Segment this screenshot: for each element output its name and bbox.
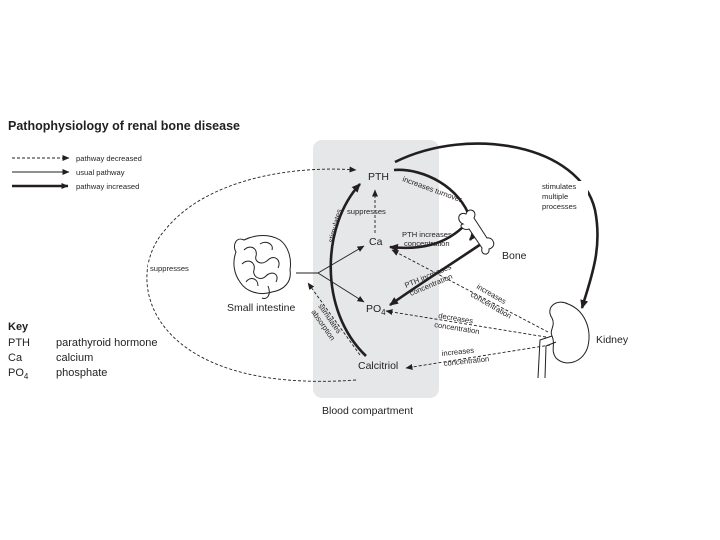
diagram-title: Pathophysiology of renal bone disease — [8, 119, 240, 133]
stimulates-multiple-bg — [540, 181, 588, 213]
stimulates-multiple-label-1: stimulates — [542, 182, 576, 191]
small-intestine-label: Small intestine — [227, 302, 295, 314]
key-abbr-pth: PTH — [8, 337, 30, 349]
calcitriol-node: Calcitriol — [358, 360, 398, 372]
intestine-to-ca-arrow — [317, 245, 365, 274]
kidney-icon — [537, 301, 590, 379]
kidney-to-ca-arrow — [391, 249, 549, 333]
legend-decreased-label: pathway decreased — [76, 154, 142, 163]
suppresses-label-bg — [148, 263, 194, 274]
stimulates-multiple-label-2: multiple — [542, 192, 568, 201]
blood-compartment-label: Blood compartment — [322, 405, 413, 417]
key-meaning-po4: phosphate — [56, 367, 107, 379]
pth-node: PTH — [368, 171, 389, 183]
bone-icon — [458, 209, 495, 255]
intestine-to-po4-arrow — [317, 272, 365, 303]
stimulates-multiple-label-3: processes — [542, 202, 577, 211]
key-meaning-ca: calcium — [56, 352, 93, 364]
key-meaning-pth: parathyroid hormone — [56, 337, 158, 349]
key: Key PTH parathyroid hormone Ca calcium P… — [8, 321, 158, 381]
legend-increased-label: pathway increased — [76, 182, 139, 191]
kidney-to-po4-arrow — [385, 309, 547, 338]
calcitriol-stimulates-pth-arrow — [329, 183, 367, 357]
kidney-label: Kidney — [596, 334, 629, 346]
pth-increases-conc-label-1: PTH increases — [402, 230, 452, 239]
pth-increases-conc-label-2: concentration — [404, 239, 450, 248]
ca-node: Ca — [369, 236, 383, 248]
bone-to-ca-arrow — [389, 223, 467, 252]
suppresses-left-label: suppresses — [150, 264, 189, 273]
bone-label: Bone — [502, 250, 527, 262]
small-intestine-icon — [233, 235, 291, 299]
kidney-to-calcitriol-arrow — [405, 344, 551, 370]
key-abbr-po4: PO4 — [8, 367, 29, 381]
calcitriol-suppresses-pth-arrow — [146, 166, 357, 382]
po4-node: PO4 — [366, 303, 386, 317]
suppresses-mid-label: suppresses — [347, 207, 386, 216]
key-heading: Key — [8, 321, 29, 333]
legend: pathway decreased usual pathway pathway … — [12, 154, 142, 191]
legend-usual-label: usual pathway — [76, 168, 125, 177]
key-abbr-ca: Ca — [8, 352, 23, 364]
bone-to-po4-arrow — [389, 242, 482, 307]
increases-calc-label-1: increases — [441, 346, 474, 358]
